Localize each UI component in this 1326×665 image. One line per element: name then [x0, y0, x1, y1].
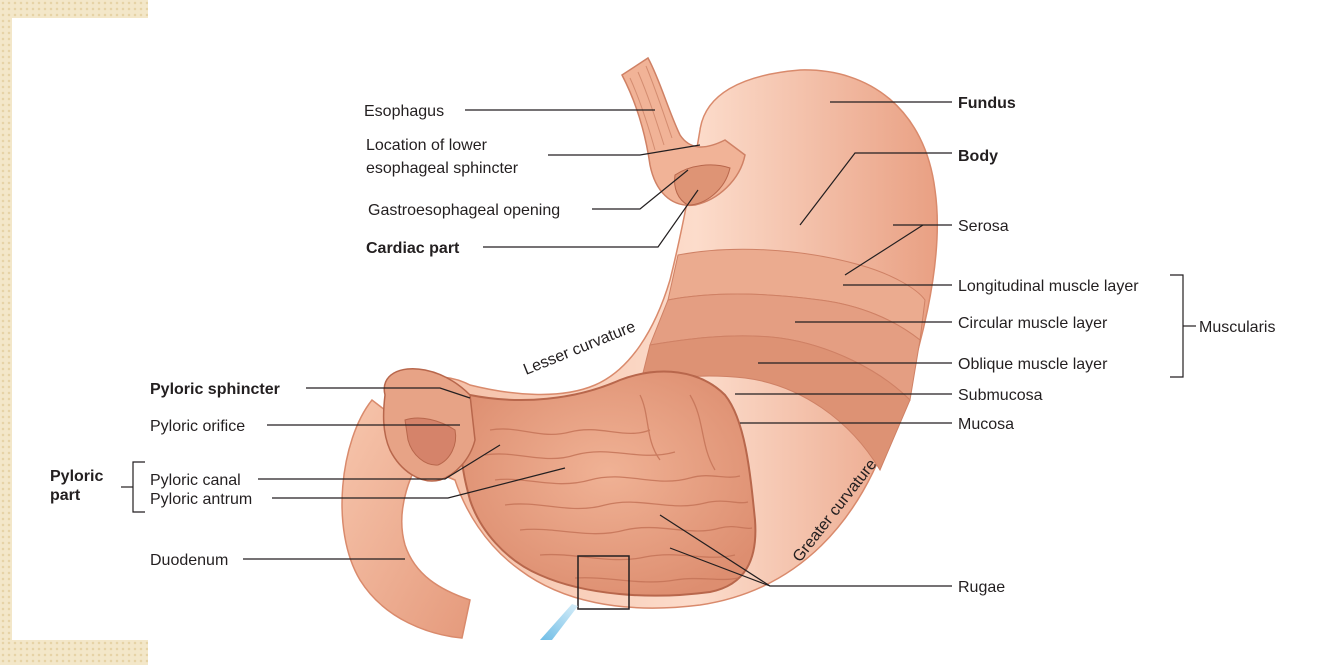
label-longitudinal-muscle-layer: Longitudinal muscle layer: [958, 278, 1139, 295]
oblique-muscle-band: [639, 335, 911, 472]
stomach-interior-mucosa: [460, 370, 757, 597]
label-muscularis: Muscularis: [1199, 319, 1275, 336]
label-rugae: Rugae: [958, 579, 1005, 596]
label-pyloric-sphincter: Pyloric sphincter: [150, 381, 280, 398]
label-body: Body: [958, 148, 998, 165]
leader-lines: [121, 101, 1196, 587]
duodenum-shape: [341, 398, 471, 639]
detail-highlight-box: [577, 555, 630, 610]
label-cardiac-part: Cardiac part: [366, 240, 460, 257]
label-pyloric-antrum: Pyloric antrum: [150, 491, 252, 508]
label-duodenum: Duodenum: [150, 552, 228, 569]
label-circular-muscle-layer: Circular muscle layer: [958, 315, 1108, 332]
label-fundus: Fundus: [958, 95, 1016, 112]
label-esophagus: Esophagus: [364, 103, 444, 120]
label-gastroesophageal-opening: Gastroesophageal opening: [368, 202, 560, 219]
label-serosa: Serosa: [958, 218, 1009, 235]
detail-pointer: [540, 604, 578, 640]
label-pyloric-orifice: Pyloric orifice: [150, 418, 245, 435]
esophagus-striations: [629, 65, 673, 151]
decorative-corner-top: [0, 0, 148, 18]
label-oblique-muscle-layer: Oblique muscle layer: [958, 356, 1108, 373]
pyloric-canal-shape: [404, 417, 457, 466]
label-pyloric-part-line2: part: [50, 487, 81, 504]
label-les-line2: esophageal sphincter: [366, 160, 519, 177]
label-les-line1: Location of lower: [366, 137, 488, 154]
decorative-corner-bottom: [0, 640, 148, 665]
label-pyloric-part-line1: Pyloric: [50, 468, 103, 485]
cardiac-opening-shape: [674, 164, 731, 206]
rugae-folds: [484, 394, 753, 583]
decorative-left-strip: [0, 18, 12, 640]
label-mucosa: Mucosa: [958, 416, 1014, 433]
label-submucosa: Submucosa: [958, 387, 1043, 404]
label-pyloric-canal: Pyloric canal: [150, 472, 241, 489]
